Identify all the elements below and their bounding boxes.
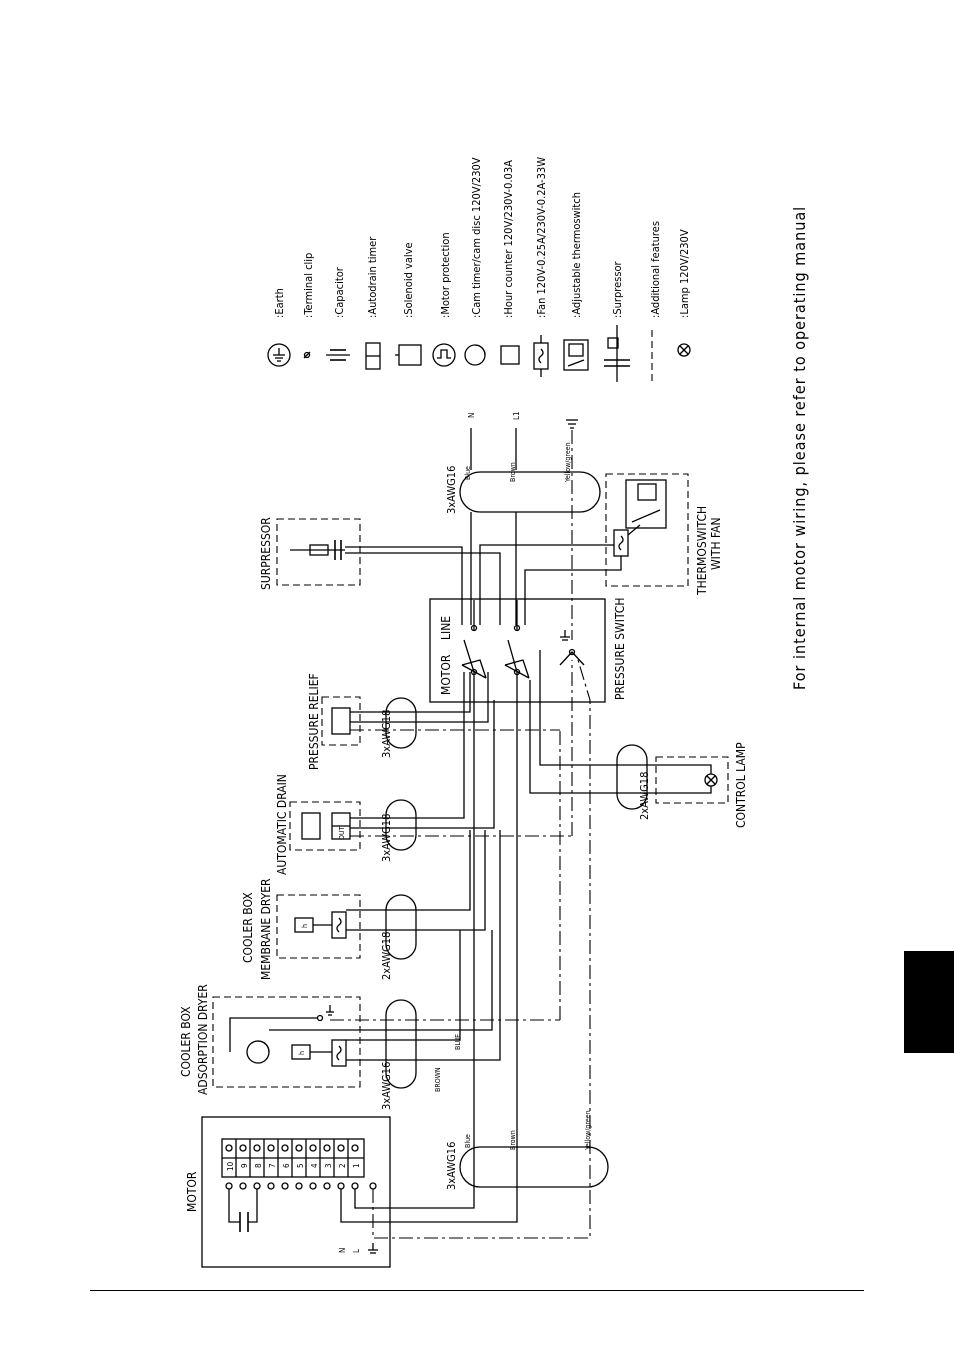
wire-label: Brown (509, 1130, 517, 1150)
terminal-number: 4 (310, 1163, 319, 1168)
terminal-number: 8 (254, 1163, 263, 1168)
wire-label: Brown (509, 462, 517, 482)
capacitor-icon (326, 349, 350, 361)
control-lamp: 2xAWG18 CONTROL LAMP (529, 650, 748, 828)
autodrain-out-text: OUT (338, 826, 346, 840)
cable-label: 3xAWG18 (380, 710, 393, 758)
wire-label: Blue (464, 466, 472, 480)
cable-label: 3xAWG16 (380, 1062, 393, 1110)
membrane-label-1: COOLER BOX (241, 892, 255, 963)
membrane-dryer: h 2xAWG18 COOLER BOX MEMBRANE DRYER (241, 830, 486, 980)
cable-label: 2xAWG18 (380, 932, 393, 980)
motor: MOTOR 10 9 8 7 6 5 4 3 2 1 (185, 1116, 391, 1268)
hour-counter-icon (500, 345, 520, 365)
legend-text: :Earth (273, 288, 286, 318)
terminal-number: 10 (226, 1161, 235, 1171)
motor-label: MOTOR (185, 1171, 199, 1212)
terminal-number: 2 (338, 1163, 347, 1168)
legend-text: :Additional features (649, 221, 662, 318)
earth-icon (267, 343, 291, 367)
thermoswitch-icon (563, 339, 589, 371)
automatic-drain: OUT 3xAWG18 AUTOMATIC DRAIN (275, 660, 573, 875)
fan-icon (533, 335, 549, 377)
wire-label: Blue (464, 1134, 472, 1148)
motor-n-label: N (338, 1248, 347, 1253)
suppressor-icon (604, 325, 630, 382)
hour-counter-text: h (298, 1051, 306, 1055)
note-text: For internal motor wiring, please refer … (790, 206, 809, 690)
motor-cable: 3xAWG16 Blue Brown Yellow/green (340, 659, 609, 1239)
adsorption-label-2: ADSORPTION DRYER (196, 984, 210, 1095)
wire-label: BLUE (454, 1034, 462, 1050)
legend-text: :Terminal clip (302, 253, 315, 318)
automatic-drain-label: AUTOMATIC DRAIN (275, 774, 289, 875)
terminal-number: 5 (296, 1163, 305, 1168)
legend-text: :Adjustable thermoswitch (570, 192, 583, 318)
legend-text: :Hour counter 120V/230V-0.03A (502, 160, 515, 318)
terminal-screws (225, 1144, 377, 1190)
terminal-clip-icon (303, 351, 311, 359)
thermoswitch-box: THERMOSWITCH WITH FAN (479, 473, 723, 625)
legend-text: :Capacitor (333, 266, 346, 318)
membrane-label-2: MEMBRANE DRYER (259, 878, 273, 980)
pressure-relief-label: PRESSURE RELIEF (307, 673, 321, 770)
pressure-relief: 3xAWG18 PRESSURE RELIEF (307, 672, 560, 770)
wire-label: Yellow/green (564, 442, 572, 483)
legend-text: :Surpressor (611, 260, 624, 318)
motor-protection-icon (432, 343, 456, 367)
terminal-number: 6 (282, 1163, 291, 1168)
wire-label: BROWN (434, 1067, 442, 1092)
supply-inputs: N L1 3xAWG16 Blue Brown Yellow/green (445, 411, 601, 640)
terminal-number: 7 (268, 1163, 277, 1168)
suppressor-box: SURPRESSOR (259, 517, 501, 625)
cable-label: 3xAWG16 (445, 1142, 458, 1190)
motor-l-label: L (352, 1249, 361, 1253)
adsorption-dryer: h 3xAWG16 BLUE BROWN COOLER BOX ADSORPTI… (179, 730, 561, 1110)
cable-label: 3xAWG16 (445, 466, 458, 514)
autodrain-timer-icon (365, 342, 381, 370)
legend-text: :Fan 120V-0.25A/230V-0.2A-33W (535, 157, 548, 318)
legend: :Earth :Terminal clip :Capacitor :Autodr… (267, 157, 691, 382)
terminal-number: 1 (352, 1163, 361, 1168)
section-tab (904, 951, 954, 1053)
supply-n-label: N (467, 413, 476, 418)
cable-label: 2xAWG18 (638, 772, 651, 820)
wire-label: Yellow/green (584, 1110, 592, 1151)
pressure-switch: LINE MOTOR PRESSURE SWITCH (429, 598, 627, 703)
ps-line-label: LINE (439, 616, 453, 640)
ps-pressure-label: PRESSURE SWITCH (613, 598, 627, 700)
hour-counter-text: h (301, 924, 309, 928)
terminal-number: 3 (324, 1163, 333, 1168)
terminal-number: 9 (240, 1163, 249, 1168)
legend-text: :Motor protection (439, 232, 452, 318)
legend-text: :Autodrain timer (366, 236, 379, 318)
solenoid-valve-icon (395, 344, 422, 366)
cam-timer-icon (464, 344, 486, 366)
footer-rule (90, 1290, 864, 1291)
legend-text: :Lamp 120V/230V (678, 229, 691, 318)
cable-label: 3xAWG18 (380, 814, 393, 862)
adsorption-label-1: COOLER BOX (179, 1006, 193, 1077)
ps-motor-label: MOTOR (439, 654, 453, 695)
control-lamp-label: CONTROL LAMP (734, 742, 748, 828)
thermoswitch-label-2: WITH FAN (709, 517, 723, 570)
legend-text: :Cam timer/cam disc 120V/230V (470, 157, 483, 318)
supply-l1-label: L1 (512, 411, 521, 420)
suppressor-label: SURPRESSOR (259, 517, 273, 590)
legend-text: :Solenoid valve (402, 242, 415, 318)
thermoswitch-label-1: THERMOSWITCH (695, 506, 709, 596)
lamp-icon (677, 343, 691, 357)
